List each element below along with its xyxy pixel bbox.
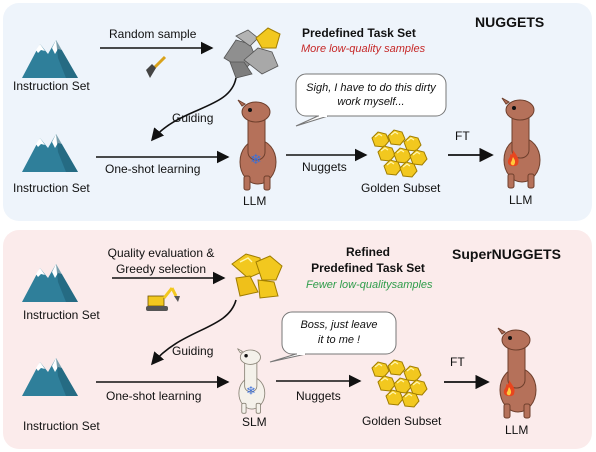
mountain-icon [22, 358, 78, 396]
task-set-note: Fewer low-qualitysamples [306, 279, 433, 291]
one-shot-learning-label: One-shot learning [105, 162, 201, 176]
alpaca-icon [497, 327, 537, 419]
instruction-set-label: Instruction Set [23, 308, 100, 322]
greedy-selection-label: Greedy selection [115, 262, 207, 276]
alpaca-icon: ❄ [237, 99, 277, 191]
llm-label: LLM [243, 194, 267, 208]
instruction-set-label: Instruction Set [23, 419, 100, 433]
speech-bubble-icon [295, 73, 447, 127]
ft-label: FT [450, 355, 465, 369]
speech-text-line2: it to me ! [317, 334, 361, 346]
shovel-icon [146, 55, 167, 78]
guiding-label: Guiding [172, 111, 214, 125]
alpaca-icon [501, 97, 541, 189]
instruction-set-label: Instruction Set [13, 181, 90, 195]
speech-text: Sigh, I have to do this dirty work mysel… [306, 82, 436, 108]
random-sample-label: Random sample [109, 27, 197, 41]
mountain-icon [22, 134, 78, 172]
gold-nugget-icon [371, 129, 428, 178]
golden-subset-label: Golden Subset [361, 181, 441, 195]
gold-nugget-icon [371, 359, 428, 408]
task-set-title: Predefined Task Set [302, 26, 416, 40]
refined-title: Refined [345, 245, 390, 259]
rock-pile-icon [223, 27, 281, 79]
llm-result-label: LLM [509, 193, 533, 207]
ft-label: FT [455, 129, 470, 143]
excavator-icon [146, 287, 180, 311]
alpaca-icon: ❄ [237, 348, 266, 414]
slm-label: SLM [242, 415, 267, 429]
speech-text-line1: Boss, just leave [300, 319, 378, 331]
snowflake-icon: ❄ [250, 152, 262, 168]
golden-subset-label: Golden Subset [362, 414, 442, 428]
snowflake-icon: ❄ [246, 384, 256, 398]
gold-nugget-icon [231, 253, 283, 299]
instruction-set-label: Instruction Set [13, 79, 90, 93]
one-shot-learning-label: One-shot learning [106, 389, 202, 403]
mountain-icon [22, 264, 78, 302]
guiding-label: Guiding [172, 344, 214, 358]
mountain-icon [22, 40, 78, 78]
task-set-title: Predefined Task Set [311, 261, 425, 275]
quality-eval-label: Quality evaluation & [107, 246, 215, 260]
nuggets-title: NUGGETS [475, 14, 545, 30]
supernuggets-title: SuperNUGGETS [452, 246, 561, 262]
nuggets-arrow-label: Nuggets [296, 389, 341, 403]
speech-bubble-icon [269, 311, 397, 363]
nuggets-arrow-label: Nuggets [302, 160, 347, 174]
llm-result-label: LLM [505, 423, 529, 437]
task-set-note: More low-quality samples [301, 43, 426, 55]
